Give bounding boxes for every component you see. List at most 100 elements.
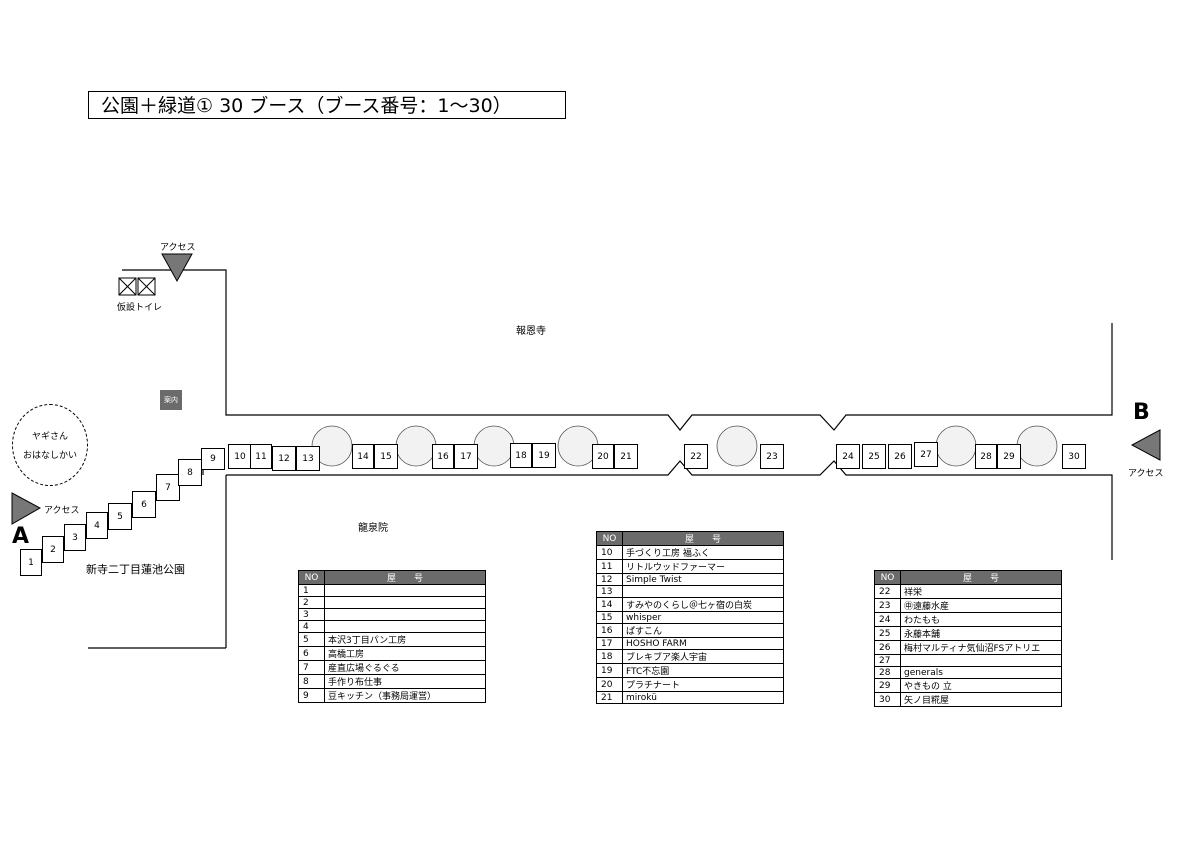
booth-18: 18 xyxy=(510,443,532,468)
booth-number-cell: 10 xyxy=(596,545,623,560)
shop-name-cell: whisper xyxy=(622,611,784,624)
toilet-label: 仮設トイレ xyxy=(117,303,163,313)
shop-name-cell xyxy=(324,596,486,609)
table-header-no: NO xyxy=(298,570,325,585)
booth-number-cell: 1 xyxy=(298,584,325,597)
booth-number-cell: 8 xyxy=(298,674,325,689)
table-header-name: 屋 号 xyxy=(622,531,784,546)
table-row: 13 xyxy=(596,585,784,598)
booth-26: 26 xyxy=(888,444,912,469)
shop-name-cell: 祥栄 xyxy=(900,584,1062,599)
booth-15: 15 xyxy=(374,444,398,469)
shop-name-cell xyxy=(622,585,784,598)
shop-name-cell: Simple Twist xyxy=(622,573,784,586)
temple-north-label: 報恩寺 xyxy=(516,326,546,337)
booth-number-cell: 17 xyxy=(596,637,623,650)
booth-7: 7 xyxy=(156,474,180,501)
booth-number-cell: 22 xyxy=(874,584,901,599)
shop-name-cell: 永藤本舗 xyxy=(900,626,1062,641)
park-label: 新寺二丁目蓮池公園 xyxy=(86,563,185,576)
booth-9: 9 xyxy=(201,448,225,470)
table-row: 1 xyxy=(298,584,486,597)
access-triangle-left xyxy=(11,492,42,525)
shop-name-cell: リトルウッドファーマー xyxy=(622,559,784,574)
shop-name-cell: ブレキブア楽人宇宙 xyxy=(622,649,784,664)
booth-3: 3 xyxy=(64,524,86,551)
booth-number-cell: 3 xyxy=(298,608,325,621)
point-a-label: A xyxy=(12,524,30,549)
shop-name-cell xyxy=(324,584,486,597)
shop-name-cell: ㊥遠藤水産 xyxy=(900,598,1062,613)
booth-number-cell: 23 xyxy=(874,598,901,613)
booth-number-cell: 20 xyxy=(596,677,623,692)
booth-30: 30 xyxy=(1062,444,1086,469)
shop-name-cell: 梅村マルティナ気仙沼FSアトリエ xyxy=(900,640,1062,655)
booth-16: 16 xyxy=(432,444,454,469)
booth-25: 25 xyxy=(862,444,886,469)
booth-6: 6 xyxy=(132,491,156,518)
booth-10: 10 xyxy=(228,444,252,469)
booth-29: 29 xyxy=(997,444,1021,469)
table-row: 3 xyxy=(298,608,486,621)
shop-name-cell: HOSHO FARM xyxy=(622,637,784,650)
booth-number-cell: 29 xyxy=(874,678,901,693)
booth-11: 11 xyxy=(250,444,272,469)
tree-icons xyxy=(311,425,1058,467)
booth-20: 20 xyxy=(592,444,614,469)
booth-13: 13 xyxy=(296,446,320,471)
booth-4: 4 xyxy=(86,512,108,539)
booth-number-cell: 28 xyxy=(874,666,901,679)
booth-8: 8 xyxy=(178,459,202,486)
shop-name-cell xyxy=(324,620,486,633)
booth-number-cell: 27 xyxy=(874,654,901,667)
goat-storytelling-area: ヤギさん おはなしかい xyxy=(12,404,88,486)
booth-17: 17 xyxy=(454,444,478,469)
booth-number-cell: 24 xyxy=(874,612,901,627)
booth-1: 1 xyxy=(20,549,42,576)
booth-27: 27 xyxy=(914,442,938,467)
access-label-top: アクセス xyxy=(160,243,196,253)
shop-name-cell: 矢ノ目糀屋 xyxy=(900,692,1062,707)
shop-name-cell: 手作り布仕事 xyxy=(324,674,486,689)
booth-number-cell: 26 xyxy=(874,640,901,655)
booth-5: 5 xyxy=(108,503,132,530)
table-header-name: 屋 号 xyxy=(900,570,1062,585)
booth-number-cell: 18 xyxy=(596,649,623,664)
shop-name-cell: すみやのくらし＠七ヶ宿の白炭 xyxy=(622,597,784,612)
booth-number-cell: 4 xyxy=(298,620,325,633)
shop-name-cell: generals xyxy=(900,666,1062,679)
shop-name-cell: mirokü xyxy=(622,691,784,704)
table-header-name: 屋 号 xyxy=(324,570,486,585)
booth-24: 24 xyxy=(836,444,860,469)
booth-number-cell: 13 xyxy=(596,585,623,598)
booth-number-cell: 14 xyxy=(596,597,623,612)
shop-name-cell: 本沢3丁目パン工房 xyxy=(324,632,486,647)
goat-label-2: おはなしかい xyxy=(22,451,77,461)
table-row: 2 xyxy=(298,596,486,609)
shop-name-cell xyxy=(324,608,486,621)
access-label-left: アクセス xyxy=(44,506,80,516)
booth-number-cell: 25 xyxy=(874,626,901,641)
goat-label-1: ヤギさん xyxy=(31,432,68,442)
info-booth: 案内 xyxy=(160,390,182,410)
booth-number-cell: 5 xyxy=(298,632,325,647)
